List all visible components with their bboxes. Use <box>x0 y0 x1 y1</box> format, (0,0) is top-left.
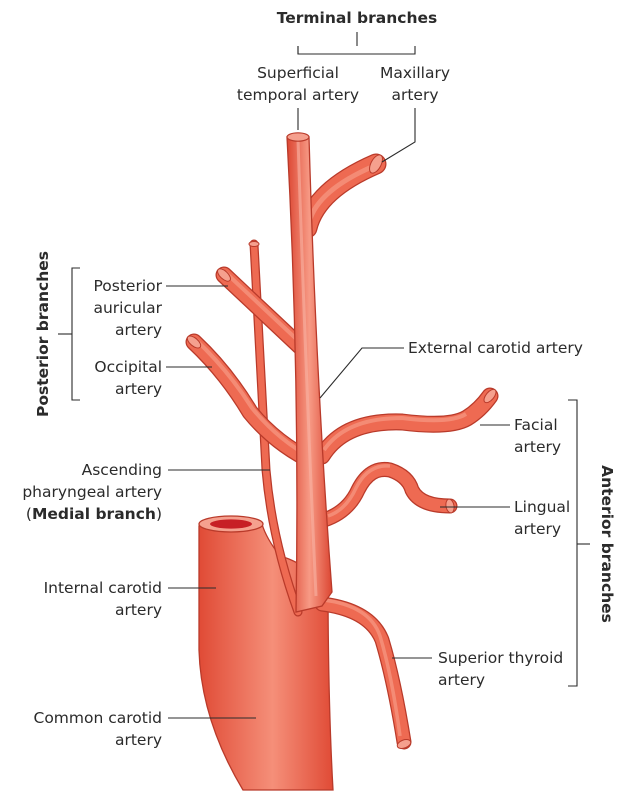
arteries <box>185 133 498 790</box>
posterior-branches-heading: Posterior branches <box>34 251 52 417</box>
superior-thyroid-label-1: Superior thyroid <box>438 649 563 667</box>
superficial-temporal-label-2: temporal artery <box>237 86 359 104</box>
facial-label-2: artery <box>514 438 561 456</box>
ascending-pharyngeal-label-2: pharyngeal artery <box>22 483 162 501</box>
lingual-label-1: Lingual <box>514 498 570 516</box>
posterior-auricular-label-2: auricular <box>93 299 162 317</box>
common-carotid-label-1: Common carotid <box>34 709 163 727</box>
common-carotid-label-2: artery <box>115 731 162 749</box>
superficial-temporal-opening <box>287 133 309 141</box>
lingual-label-2: artery <box>514 520 561 538</box>
ascending-pharyngeal-label-1: Ascending <box>82 461 162 479</box>
maxillary-label-2: artery <box>391 86 438 104</box>
superior-thyroid-label-2: artery <box>438 671 485 689</box>
occipital-label-1: Occipital <box>94 358 162 376</box>
posterior-auricular-label-1: Posterior <box>93 277 162 295</box>
superficial-temporal-label-1: Superficial <box>257 64 339 82</box>
anterior-branches-heading: Anterior branches <box>598 465 616 623</box>
internal-carotid-label-2: artery <box>115 601 162 619</box>
terminal-branches-heading: Terminal branches <box>277 9 438 27</box>
occipital-label-2: artery <box>115 380 162 398</box>
facial-label-1: Facial <box>514 416 558 434</box>
medial-branch-label: (Medial branch) <box>26 505 162 523</box>
maxillary-label-1: Maxillary <box>380 64 450 82</box>
external-carotid-label: External carotid artery <box>408 339 583 357</box>
internal-carotid-label-1: Internal carotid <box>44 579 162 597</box>
internal-carotid-lumen <box>210 519 252 528</box>
posterior-auricular-label-3: artery <box>115 321 162 339</box>
